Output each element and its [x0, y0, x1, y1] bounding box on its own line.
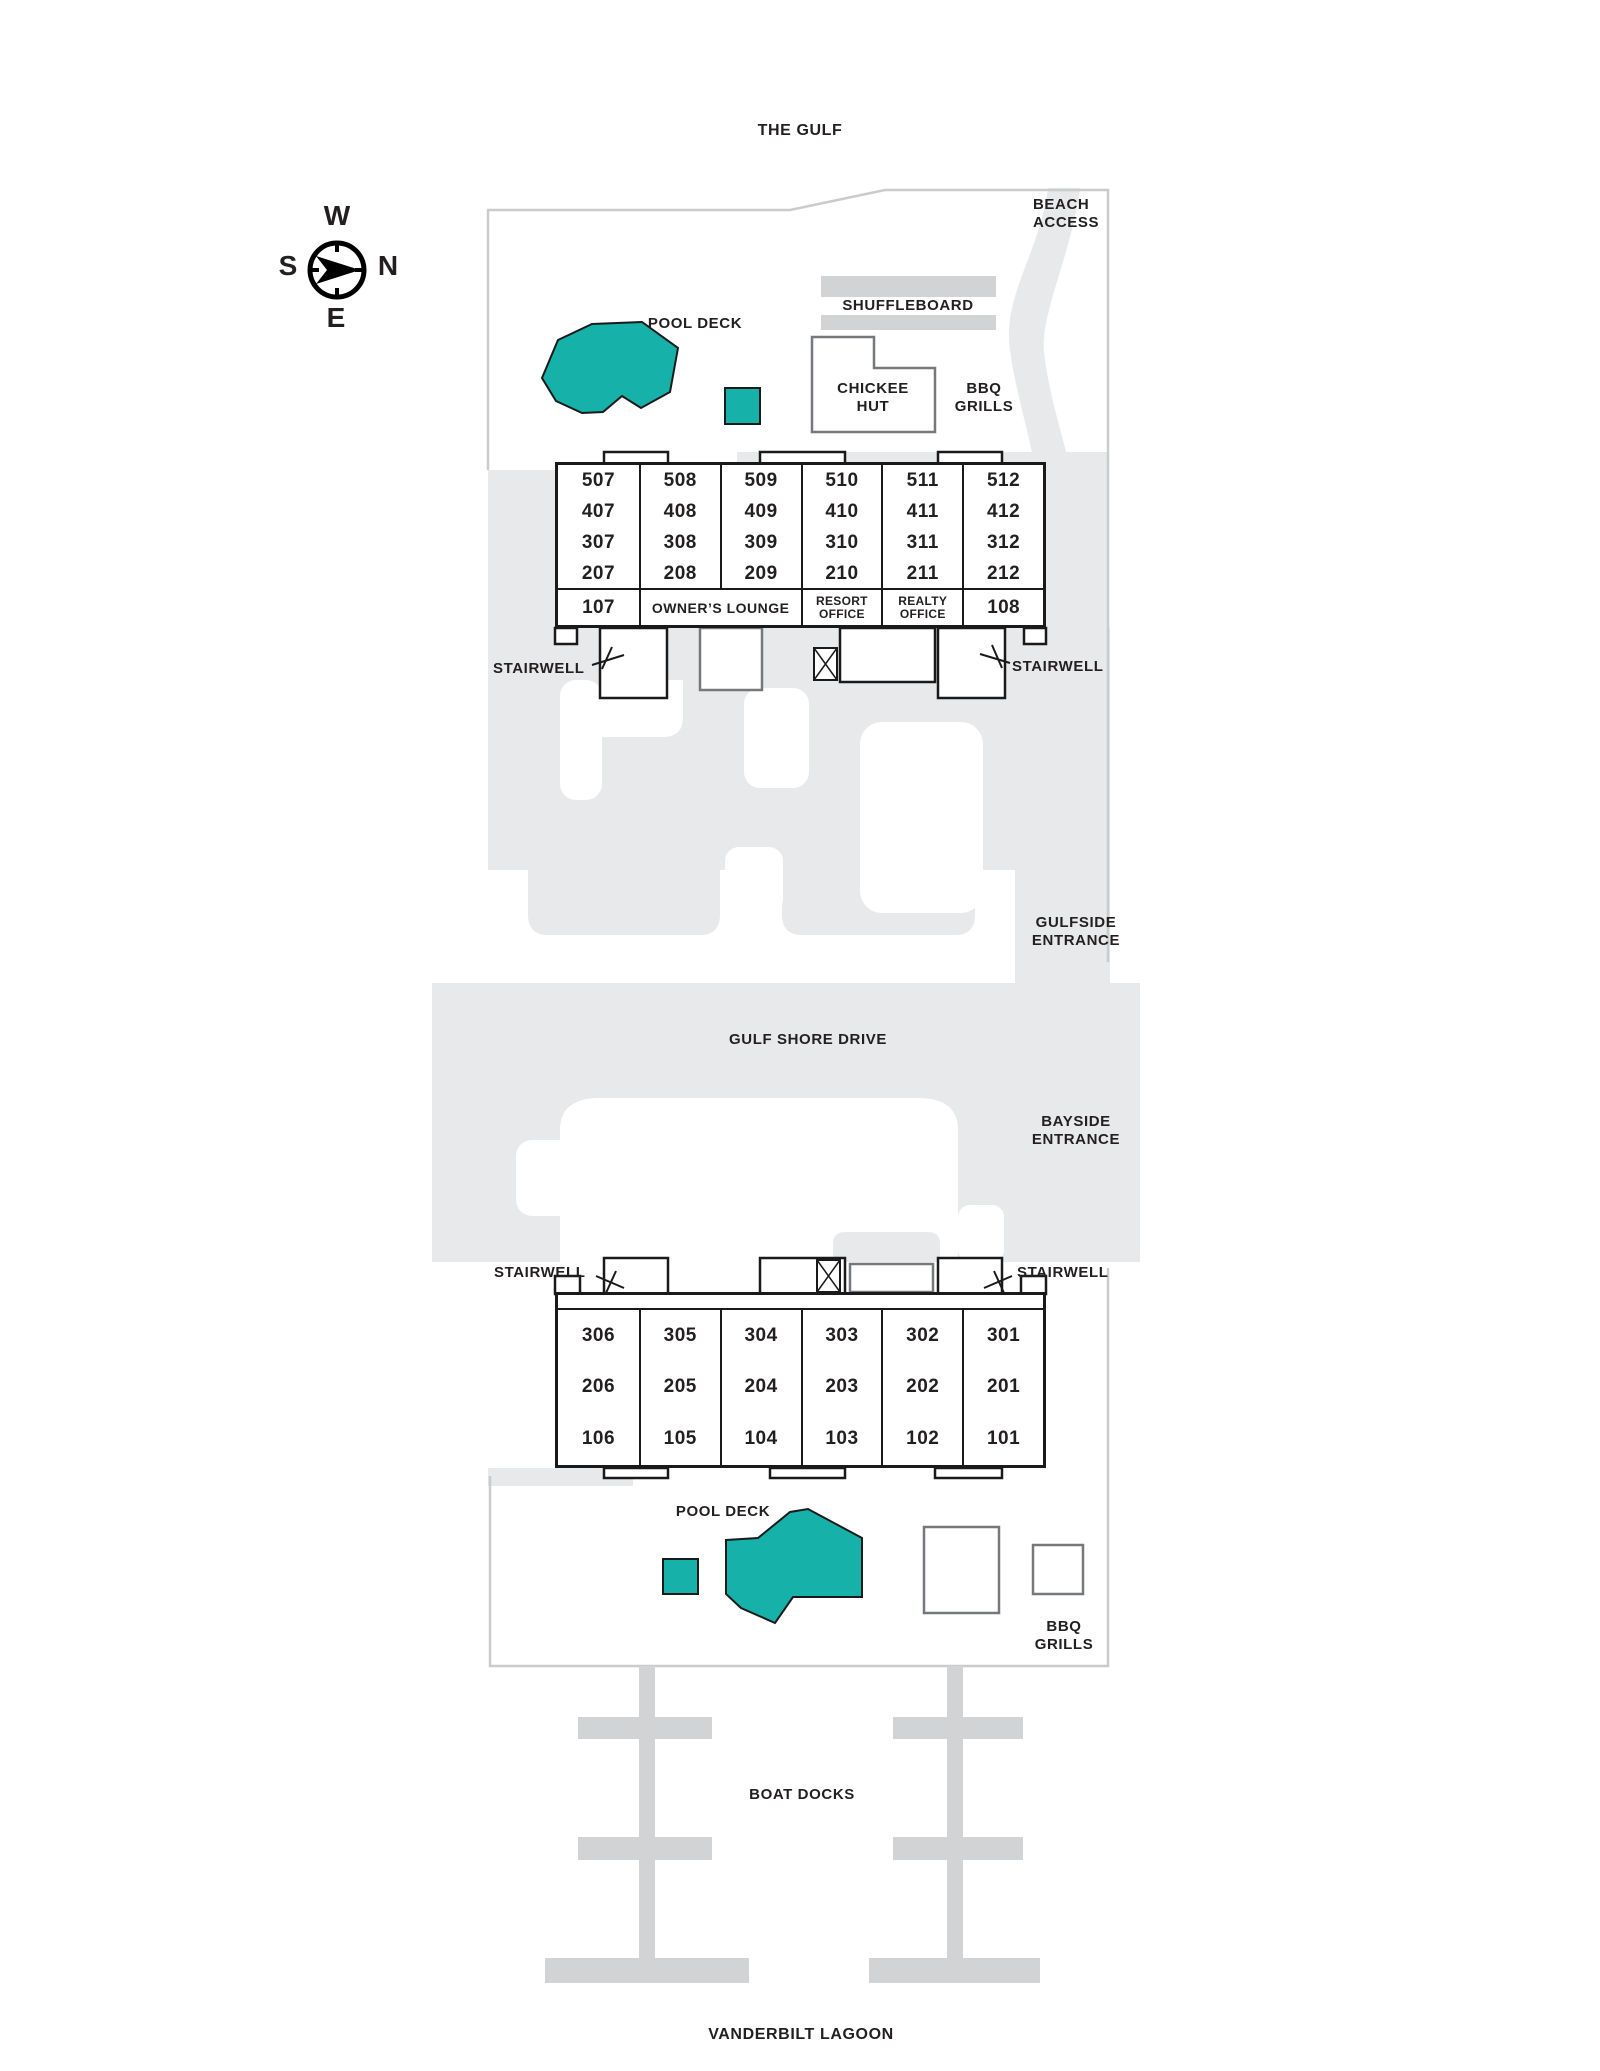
- unit-cell: 304: [719, 1310, 801, 1362]
- unit-cell: 211: [881, 558, 962, 590]
- unit-cell: 510: [800, 465, 882, 497]
- unit-cell: 103: [800, 1413, 882, 1465]
- unit-cell: 207: [581, 563, 616, 585]
- compass-east: E: [326, 302, 346, 333]
- label-stairwell-se: STAIRWELL: [1017, 1264, 1109, 1281]
- south-building-balconies: [602, 1466, 1004, 1480]
- label-gulf-shore-drive: GULF SHORE DRIVE: [729, 1031, 887, 1048]
- gulfside-unit-grid: 507 508 509 510 511 512 407 408 409 410 …: [558, 465, 1043, 590]
- boat-docks-shapes: [545, 1666, 1040, 1983]
- unit-cell: 409: [719, 496, 801, 528]
- owners-lounge-cell: OWNER’S LOUNGE: [638, 590, 801, 625]
- unit-cell: 407: [581, 500, 616, 522]
- unit-cell: 509: [719, 465, 801, 497]
- unit-cell: 104: [719, 1413, 801, 1465]
- unit-cell: 412: [962, 496, 1043, 528]
- unit-cell: 512: [962, 465, 1043, 497]
- unit-cell: 202: [881, 1361, 962, 1414]
- south-building-stairwells: [553, 1256, 1048, 1296]
- label-pool-deck-north: POOL DECK: [647, 315, 743, 332]
- north-building-balconies: [602, 450, 1004, 466]
- unit-cell: 309: [719, 527, 801, 559]
- unit-cell: 303: [800, 1310, 882, 1362]
- label-the-gulf: THE GULF: [757, 122, 843, 139]
- property-boundary: [486, 188, 1110, 1668]
- unit-cell: 302: [881, 1310, 962, 1362]
- chickee-hut-outline: [810, 335, 937, 434]
- gulfside-ground-floor: 107 OWNER’S LOUNGE RESORT OFFICE REALTY …: [558, 588, 1043, 625]
- unit-cell: 208: [638, 558, 720, 590]
- realty-office-cell: REALTY OFFICE: [881, 590, 962, 625]
- unit-cell: 108: [962, 590, 1043, 625]
- label-boat-docks: BOAT DOCKS: [749, 1786, 855, 1803]
- unit-cell: 209: [719, 558, 801, 590]
- unit-cell: 201: [962, 1361, 1043, 1414]
- label-beach-access: BEACH ACCESS: [1033, 196, 1100, 231]
- unit-cell: 411: [881, 496, 962, 528]
- unit-cell: 312: [962, 527, 1043, 559]
- unit-cell: 508: [638, 465, 720, 497]
- unit-cell: 511: [881, 465, 962, 497]
- label-shuffleboard: SHUFFLEBOARD: [842, 297, 974, 314]
- north-hot-tub: [724, 387, 761, 425]
- compass-north: N: [377, 250, 399, 281]
- elevator-icon-north: [813, 647, 838, 681]
- unit-cell: 507: [581, 469, 616, 491]
- bayside-unit-grid: 306 305 304 303 302 301 206 205 204 203 …: [558, 1308, 1043, 1465]
- unit-cell: 310: [800, 527, 882, 559]
- unit-cell: 408: [638, 496, 720, 528]
- label-bayside-entrance: BAYSIDE ENTRANCE: [1031, 1113, 1121, 1148]
- unit-cell: 305: [638, 1310, 720, 1362]
- north-building-stairwells: [553, 626, 1048, 700]
- label-bbq-grills-north: BBQ GRILLS: [954, 380, 1014, 415]
- shuffleboard-court: [821, 276, 996, 330]
- label-stairwell-nw: STAIRWELL: [493, 660, 585, 677]
- unit-cell: 212: [962, 558, 1043, 590]
- unit-cell: 308: [638, 527, 720, 559]
- resort-office-cell: RESORT OFFICE: [800, 590, 882, 625]
- unit-cell: 107: [582, 596, 615, 618]
- unit-cell: 204: [719, 1361, 801, 1414]
- unit-cell: 311: [881, 527, 962, 559]
- unit-cell: 106: [581, 1428, 616, 1450]
- label-pool-deck-south: POOL DECK: [675, 1503, 771, 1520]
- compass-south: S: [278, 250, 298, 281]
- bbq-area-small-square: [1031, 1543, 1085, 1596]
- south-hot-tub: [662, 1558, 699, 1595]
- walkway-cutouts: [516, 680, 1004, 1262]
- label-stairwell-ne: STAIRWELL: [1012, 658, 1104, 675]
- unit-cell: 210: [800, 558, 882, 590]
- unit-cell: 203: [800, 1361, 882, 1414]
- unit-cell: 105: [638, 1413, 720, 1465]
- elevator-icon-south: [816, 1259, 841, 1293]
- bbq-area-large-square: [922, 1525, 1001, 1615]
- north-pool: [540, 320, 761, 425]
- unit-cell: 101: [962, 1413, 1043, 1465]
- unit-cell: 206: [581, 1376, 616, 1398]
- unit-cell: 301: [962, 1310, 1043, 1362]
- label-stairwell-sw: STAIRWELL: [494, 1264, 586, 1281]
- compass-icon: [307, 240, 367, 300]
- bayside-building: 306 305 304 303 302 301 206 205 204 203 …: [555, 1292, 1046, 1468]
- unit-cell: 410: [800, 496, 882, 528]
- label-bbq-grills-south: BBQ GRILLS: [1034, 1618, 1094, 1653]
- stairwell-lead-lines: [591, 644, 1013, 1294]
- south-pool: [662, 1507, 863, 1625]
- label-gulfside-entrance: GULFSIDE ENTRANCE: [1031, 914, 1121, 949]
- unit-cell: 306: [581, 1324, 616, 1346]
- unit-cell: 205: [638, 1361, 720, 1414]
- label-vanderbilt-lagoon: VANDERBILT LAGOON: [708, 2026, 894, 2043]
- label-chickee-hut: CHICKEE HUT: [837, 380, 909, 415]
- unit-cell: 102: [881, 1413, 962, 1465]
- compass-west: W: [323, 200, 351, 231]
- gulfside-building: 507 508 509 510 511 512 407 408 409 410 …: [555, 462, 1046, 628]
- unit-cell: 307: [581, 532, 616, 554]
